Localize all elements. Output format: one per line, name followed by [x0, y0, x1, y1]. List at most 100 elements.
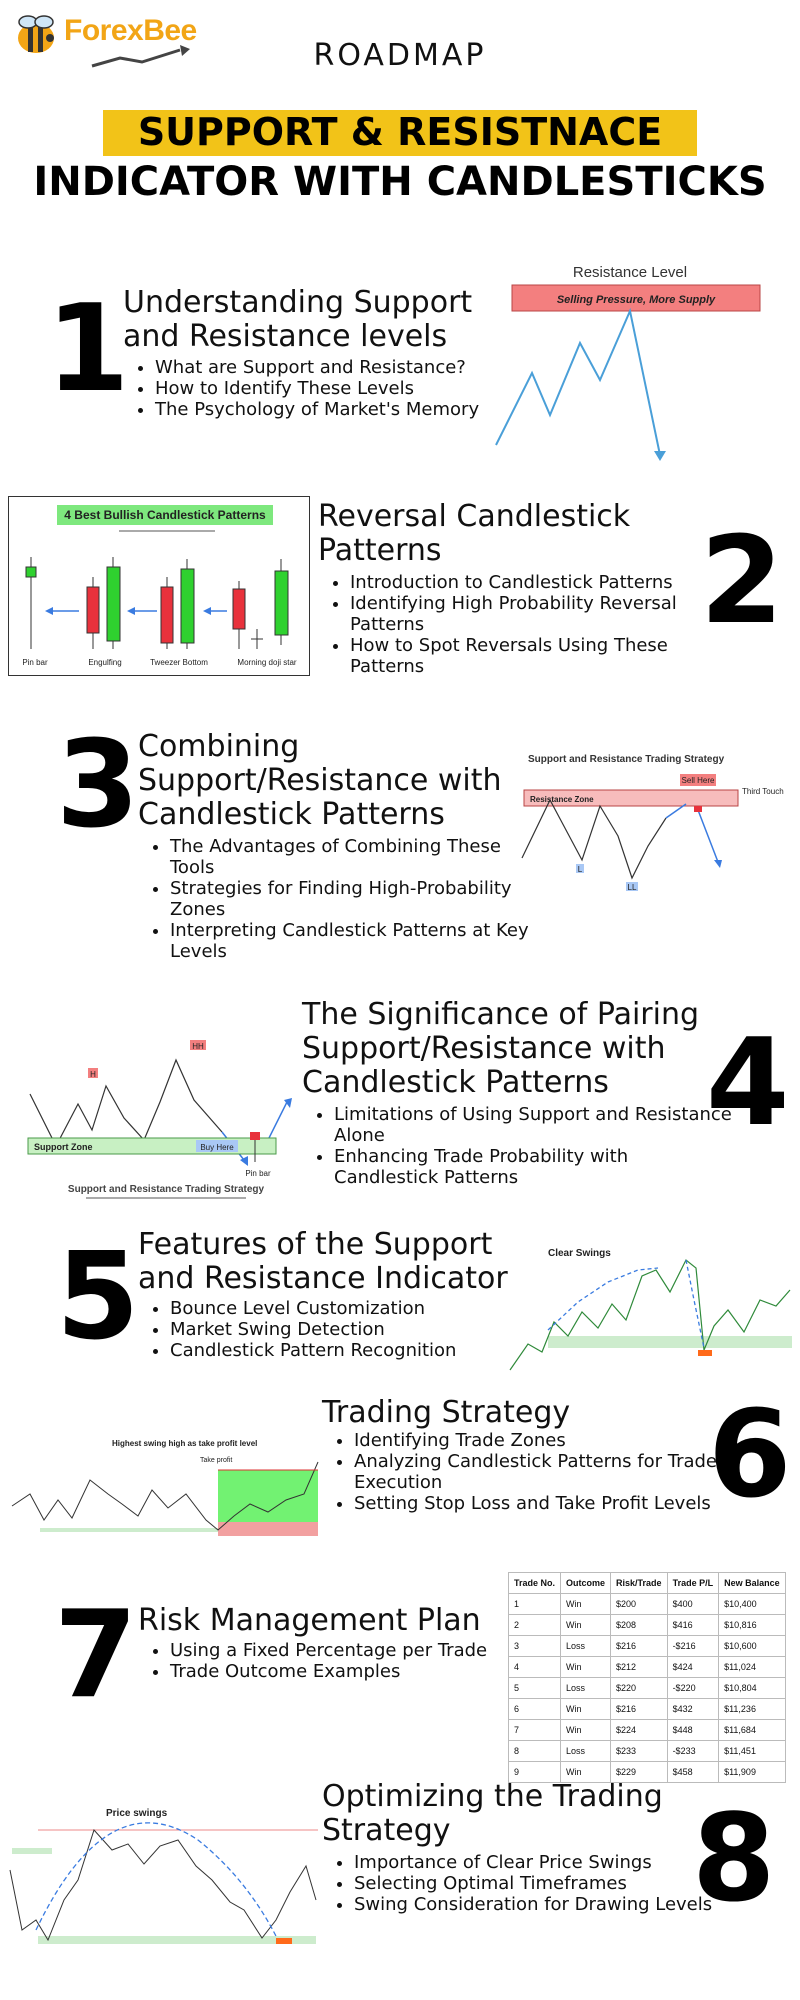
step-number-1: 1 — [46, 280, 130, 419]
table-cell: $416 — [666, 1614, 720, 1636]
step-point: Limitations of Using Support and Resista… — [334, 1104, 734, 1146]
step-point: Analyzing Candlestick Patterns for Trade… — [354, 1451, 724, 1493]
candle — [160, 586, 174, 644]
brand-name: ForexBee — [64, 14, 197, 47]
table-cell: Loss — [560, 1635, 612, 1657]
table-cell: Win — [560, 1656, 612, 1678]
step-point: Setting Stop Loss and Take Profit Levels — [354, 1493, 724, 1514]
table-cell: $432 — [666, 1698, 720, 1720]
table-cell: -$233 — [666, 1740, 720, 1762]
table-cell: $208 — [610, 1614, 668, 1636]
table-cell: $11,451 — [718, 1740, 786, 1762]
step-number-3: 3 — [56, 716, 140, 855]
table-cell: $224 — [610, 1719, 668, 1741]
table-cell: $11,909 — [718, 1761, 786, 1783]
step-point: Strategies for Finding High-Probability … — [170, 878, 550, 920]
buy-label: Buy Here — [200, 1143, 234, 1152]
step-point: Identifying Trade Zones — [354, 1430, 724, 1451]
figure-heading: 4 Best Bullish Candlestick Patterns — [64, 508, 266, 522]
candle — [232, 588, 246, 630]
lower-low-label: LL — [628, 883, 637, 892]
figure-heading: Highest swing high as take profit level — [112, 1439, 257, 1448]
page-title-line1: SUPPORT & RESISTNACE — [137, 110, 663, 154]
step-points-4: Limitations of Using Support and Resista… — [302, 1104, 734, 1188]
resistance-strategy-figure: Support and Resistance Trading Strategy … — [520, 748, 790, 908]
table-cell: 7 — [507, 1719, 562, 1741]
table-cell: Loss — [560, 1677, 612, 1699]
resistance-box-label: Selling Pressure, More Supply — [557, 294, 716, 306]
candle — [106, 566, 121, 642]
step-points-7: Using a Fixed Percentage per Trade Trade… — [138, 1640, 550, 1682]
figure-heading: Clear Swings — [548, 1248, 611, 1259]
table-cell: $212 — [610, 1656, 668, 1678]
price-line — [29, 1058, 223, 1148]
step-title-2: Reversal Candlestick Patterns — [318, 499, 631, 568]
support-strategy-figure: H HH Support Zone Buy Here Pin bar Suppo… — [26, 1020, 306, 1200]
pin-label: Pin bar — [245, 1169, 271, 1178]
step-number-2: 2 — [700, 512, 784, 651]
step-point: How to Identify These Levels — [155, 378, 535, 399]
title-highlight — [103, 110, 697, 156]
table-cell: $10,804 — [718, 1677, 786, 1699]
sell-label: Sell Here — [682, 776, 715, 785]
resistance-zone — [523, 789, 739, 807]
step-point: Selecting Optimal Timeframes — [354, 1873, 714, 1894]
table-cell: $10,400 — [718, 1593, 786, 1615]
candle — [86, 586, 100, 634]
figure-caption: Support and Resistance Trading Strategy — [68, 1184, 265, 1195]
clear-swings-figure: Clear Swings — [508, 1240, 792, 1380]
candle — [274, 570, 289, 636]
step-point: Importance of Clear Price Swings — [354, 1852, 714, 1873]
figure-heading: Support and Resistance Trading Strategy — [528, 754, 725, 765]
table-cell: 2 — [507, 1614, 562, 1636]
zone-label: Resistance Zone — [530, 795, 594, 804]
step-point: Using a Fixed Percentage per Trade — [170, 1640, 550, 1661]
table-cell: $11,684 — [718, 1719, 786, 1741]
step-title-3: Combining Support/Resistance with Candle… — [138, 729, 502, 832]
step-point: Candlestick Pattern Recognition — [170, 1340, 550, 1361]
table-cell: 1 — [507, 1593, 562, 1615]
step-number-4: 4 — [706, 1014, 790, 1153]
table-header: New Balance — [718, 1572, 786, 1594]
price-line — [495, 307, 661, 456]
table-cell: 3 — [507, 1635, 562, 1657]
risk-table: Trade No. Outcome Risk/Trade Trade P/L N… — [507, 1572, 786, 1783]
table-cell: 8 — [507, 1740, 562, 1762]
step-number-8: 8 — [692, 1790, 776, 1929]
step-point: How to Spot Reversals Using These Patter… — [350, 635, 730, 677]
step-point: Bounce Level Customization — [170, 1298, 550, 1319]
step-title-6: Trading Strategy — [322, 1395, 571, 1430]
table-cell: Win — [560, 1593, 612, 1615]
step-point: Introduction to Candlestick Patterns — [350, 572, 730, 593]
table-cell: Win — [560, 1698, 612, 1720]
table-cell: $400 — [666, 1593, 720, 1615]
step-point: Identifying High Probability Reversal Pa… — [350, 593, 730, 635]
resistance-level-figure: Resistance Level Selling Pressure, More … — [490, 255, 770, 465]
risk-table-wrapper: Trade No. Outcome Risk/Trade Trade P/L N… — [507, 1572, 786, 1783]
roadmap-subtitle: ROADMAP — [313, 38, 487, 73]
price-line — [509, 1259, 791, 1371]
price-line — [11, 1461, 319, 1531]
step-point: The Psychology of Market's Memory — [155, 399, 535, 420]
table-header: Risk/Trade — [610, 1572, 668, 1594]
figure-heading: Resistance Level — [573, 264, 687, 281]
step-title-1: Understanding Support and Resistance lev… — [123, 285, 473, 354]
step-number-7: 7 — [54, 1586, 138, 1725]
step-point: What are Support and Resistance? — [155, 357, 535, 378]
step-points-6: Identifying Trade Zones Analyzing Candle… — [322, 1430, 724, 1514]
step-point: Market Swing Detection — [170, 1319, 550, 1340]
table-cell: $233 — [610, 1740, 668, 1762]
step-point: Interpreting Candlestick Patterns at Key… — [170, 920, 550, 962]
table-cell: 5 — [507, 1677, 562, 1699]
touch-label: Third Touch — [742, 787, 784, 796]
step-points-3: The Advantages of Combining These Tools … — [138, 836, 550, 962]
table-cell: Win — [560, 1761, 612, 1783]
